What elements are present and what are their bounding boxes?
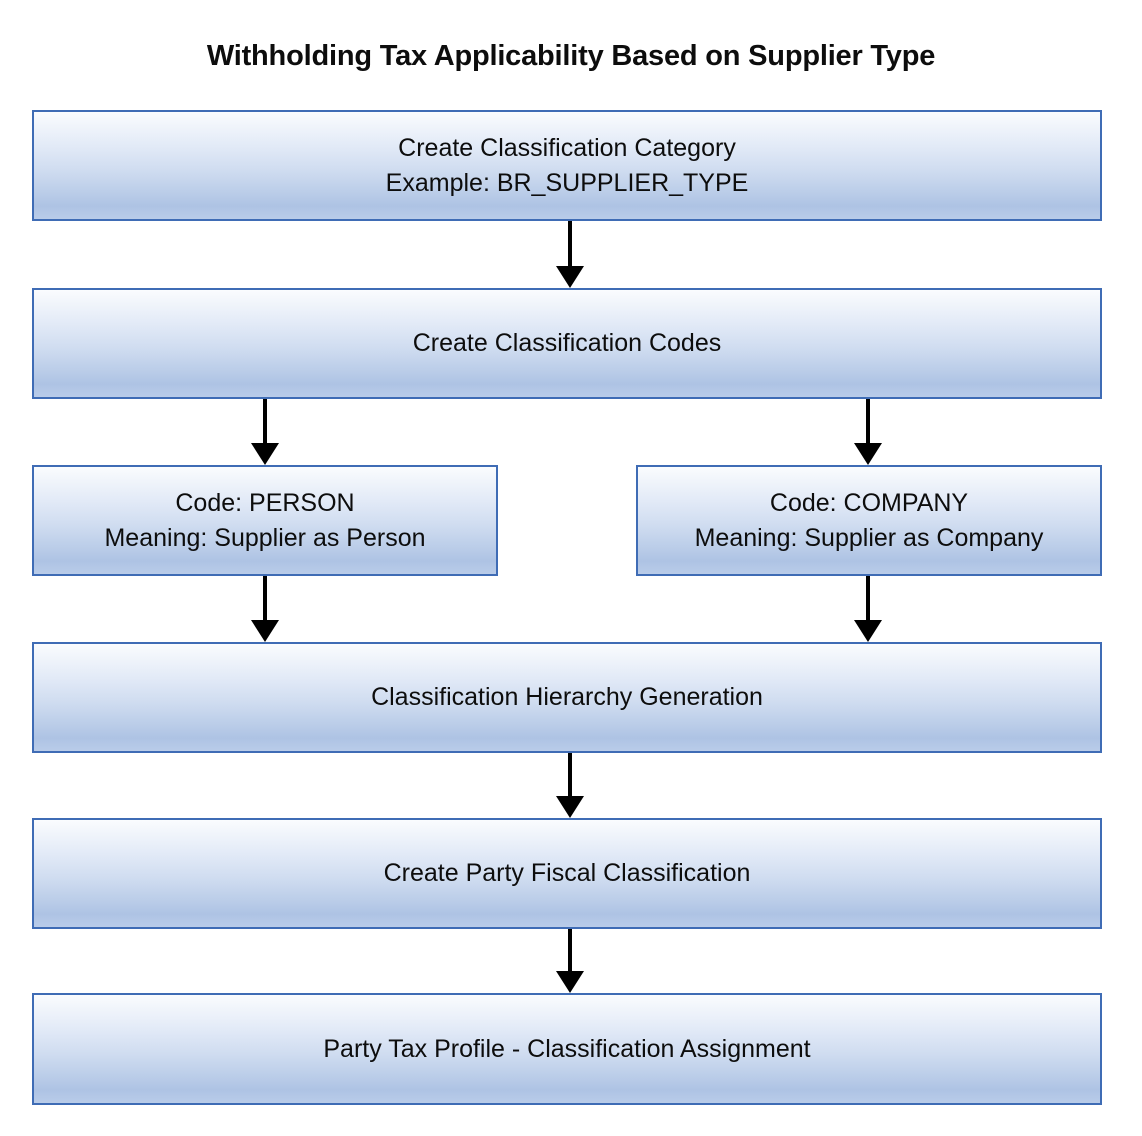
node-party-fiscal-classification[interactable]: Create Party Fiscal Classification xyxy=(32,818,1102,929)
arrow-company-to-hierarchy xyxy=(846,576,890,642)
node-party-tax-profile[interactable]: Party Tax Profile - Classification Assig… xyxy=(32,993,1102,1105)
arrow-person-to-hierarchy xyxy=(243,576,287,642)
node-party-fiscal-classification-label: Create Party Fiscal Classification xyxy=(383,859,751,888)
page-title: Withholding Tax Applicability Based on S… xyxy=(206,40,936,72)
node-classification-codes[interactable]: Create Classification Codes xyxy=(32,288,1102,399)
arrow-category-to-codes xyxy=(548,221,592,288)
node-code-company[interactable]: Code: COMPANY Meaning: Supplier as Compa… xyxy=(636,465,1102,576)
node-hierarchy-generation-label: Classification Hierarchy Generation xyxy=(371,683,763,712)
arrow-codes-to-company xyxy=(846,399,890,465)
arrow-codes-to-person xyxy=(243,399,287,465)
node-hierarchy-generation[interactable]: Classification Hierarchy Generation xyxy=(32,642,1102,753)
arrow-hierarchy-to-fiscal xyxy=(548,753,592,818)
node-party-tax-profile-label: Party Tax Profile - Classification Assig… xyxy=(323,1034,811,1063)
node-code-person-label: Code: PERSON Meaning: Supplier as Person xyxy=(104,489,426,552)
node-code-person[interactable]: Code: PERSON Meaning: Supplier as Person xyxy=(32,465,498,576)
node-classification-category[interactable]: Create Classification Category Example: … xyxy=(32,110,1102,221)
node-classification-category-label: Create Classification Category Example: … xyxy=(385,134,749,197)
node-classification-codes-label: Create Classification Codes xyxy=(412,329,722,358)
node-code-company-label: Code: COMPANY Meaning: Supplier as Compa… xyxy=(694,489,1044,552)
arrow-fiscal-to-profile xyxy=(548,929,592,993)
